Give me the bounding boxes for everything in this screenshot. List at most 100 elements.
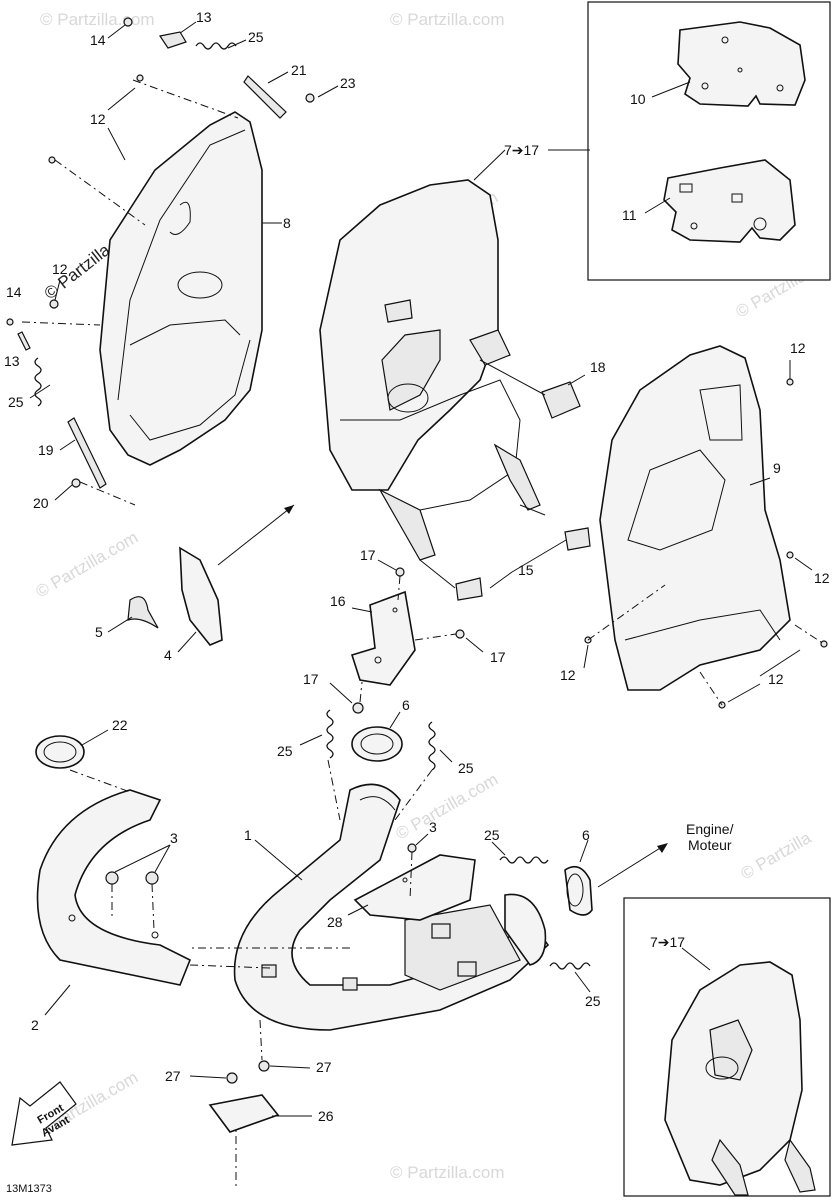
leader-27 <box>269 1065 311 1069</box>
pad-15 <box>564 527 591 551</box>
gasket-11 <box>663 159 796 243</box>
leader-12 <box>107 87 136 111</box>
gasket-hole <box>776 84 784 92</box>
leader-20 <box>54 484 73 501</box>
callout-13: 13 <box>4 353 20 369</box>
callout-7-17: 7➔17 <box>504 142 539 158</box>
callout-11: 11 <box>622 207 637 223</box>
callout-14: 14 <box>6 284 22 300</box>
bracket-13 <box>17 331 31 351</box>
arrow-shaft <box>217 504 295 566</box>
cover-shell <box>99 111 263 466</box>
spring-25 <box>195 42 237 50</box>
grommet-12 <box>786 551 794 559</box>
pipe-bracket <box>457 961 477 977</box>
watermark: © Partzilla.com <box>33 528 142 602</box>
dash-line <box>259 1019 263 1061</box>
grommet-12 <box>820 640 828 648</box>
callout-12: 12 <box>52 261 68 277</box>
leader-9 <box>749 477 771 486</box>
leader-17 <box>377 559 397 571</box>
leader-25 <box>439 749 453 763</box>
callout-27: 27 <box>165 1068 181 1084</box>
callout-25: 25 <box>458 760 474 776</box>
leader-line <box>419 559 456 589</box>
leader-18 <box>567 374 586 386</box>
engine-arrow-shaft <box>597 844 666 888</box>
shield-hole <box>392 607 398 613</box>
leader-line <box>519 504 546 516</box>
dash-line <box>79 481 136 506</box>
pipe-bracket <box>431 923 451 939</box>
callout-25: 25 <box>277 743 293 759</box>
gasket-hole <box>701 82 709 90</box>
leader-28 <box>347 904 369 916</box>
inset-muffler-port <box>705 1056 739 1080</box>
cover-boss <box>177 271 223 299</box>
leader-23 <box>317 85 339 98</box>
callout-9: 9 <box>773 460 781 476</box>
muffler-outlet <box>381 329 441 411</box>
guard-hole <box>68 914 76 922</box>
clamp-22-inner <box>43 741 77 763</box>
leader-22 <box>81 729 109 746</box>
callout-12: 12 <box>560 667 576 683</box>
engine-direction: Engine/ Moteur <box>597 821 734 888</box>
dash-line <box>359 681 363 703</box>
spring-25 <box>549 962 591 970</box>
pipe-tab <box>261 964 277 978</box>
callout-15: 15 <box>518 562 534 578</box>
cover-shell <box>599 345 791 691</box>
leader-12 <box>583 644 589 669</box>
screw-20 <box>71 478 81 488</box>
heat-shields-4-5 <box>107 504 295 653</box>
shield-16 <box>329 559 484 714</box>
callout-12: 12 <box>90 111 106 127</box>
leader-25 <box>491 841 506 856</box>
ring-6b <box>564 865 593 916</box>
muffler-bracket <box>469 329 511 366</box>
seal-rings <box>351 711 593 916</box>
callout-16: 16 <box>330 593 346 609</box>
leader-25 <box>574 971 591 993</box>
strap-21 <box>243 75 287 119</box>
callout-12: 12 <box>814 570 830 586</box>
dash-line <box>409 851 413 901</box>
gasket-hole <box>690 222 698 230</box>
leader-4 <box>177 631 197 653</box>
springs-25 <box>299 709 591 993</box>
front-arrow <box>11 1081 77 1146</box>
screw-14 <box>6 318 14 326</box>
leader-10 <box>651 81 691 98</box>
callout-7-17: 7➔17 <box>650 934 685 950</box>
diagram-code: 13M1373 <box>6 1183 52 1195</box>
muffler-cover-8 <box>99 111 263 466</box>
watermark: © Partzilla.com <box>390 1163 505 1182</box>
leader-3 <box>154 844 171 873</box>
leader-15 <box>511 539 567 573</box>
ring-6b-inner <box>566 873 584 907</box>
screw-14 <box>123 17 133 27</box>
leader-11 <box>644 197 671 214</box>
shield-16-body <box>350 590 416 686</box>
pad-18-line <box>479 359 546 396</box>
dash-line <box>21 321 101 326</box>
muffler-port <box>387 383 429 413</box>
leader-12 <box>727 683 761 703</box>
leader-27 <box>189 1075 227 1079</box>
callout-18: 18 <box>590 359 606 375</box>
leader-7-17 <box>681 947 711 971</box>
ring-6 <box>351 726 403 762</box>
cover-contour <box>129 339 251 441</box>
callout-22: 22 <box>112 717 128 733</box>
muffler-clip <box>384 299 413 323</box>
pad-15 <box>455 577 483 601</box>
leader-25 <box>299 734 323 746</box>
inset-muffler-leg <box>784 1138 816 1193</box>
callout-2: 2 <box>31 1017 39 1033</box>
muffler-leg <box>378 488 436 561</box>
dash-line <box>394 769 433 821</box>
arrow-head <box>284 505 294 514</box>
callout-21: 21 <box>291 62 307 78</box>
